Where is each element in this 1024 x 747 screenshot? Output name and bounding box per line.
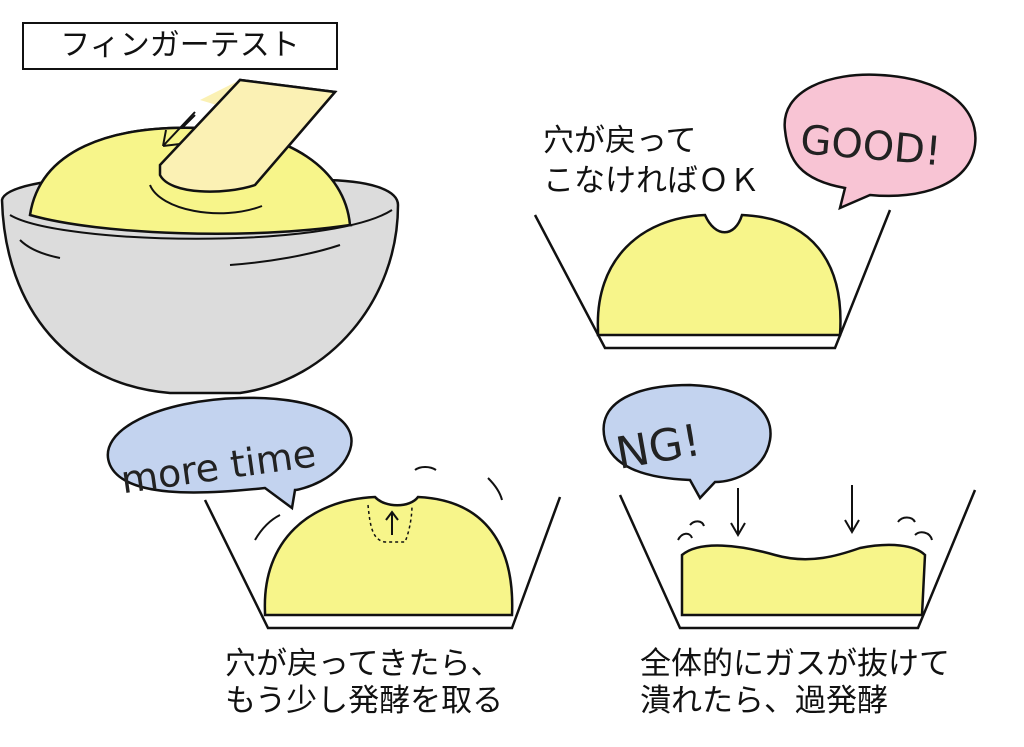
more-time-cup [203,496,562,630]
ng-cup [618,489,977,630]
title-label: フィンガーテスト [22,22,338,70]
ng-panel: NG! [602,383,977,630]
more-time-panel: more time [106,396,562,630]
ng-caption-line1: 全体的にガスが抜けて [640,646,950,682]
ng-speech-bubble [602,383,772,501]
more-time-speech-bubble [106,396,353,511]
good-cup [533,209,892,350]
bowl-illustration [0,78,400,395]
more-time-caption-line2: もう少し発酵を取る [225,683,504,719]
more-time-dough [263,495,514,617]
good-panel: GOOD! [533,73,977,350]
good-caption-line2: こなければＯＫ [543,163,760,199]
good-caption-line1: 穴が戻って [543,123,697,159]
good-speech-bubble [783,73,977,211]
ng-dough [680,543,927,617]
more-time-caption-line1: 穴が戻ってきたら、 [225,646,502,682]
ng-caption-line2: 潰れたら、過発酵 [640,683,888,719]
good-dough [596,213,842,337]
